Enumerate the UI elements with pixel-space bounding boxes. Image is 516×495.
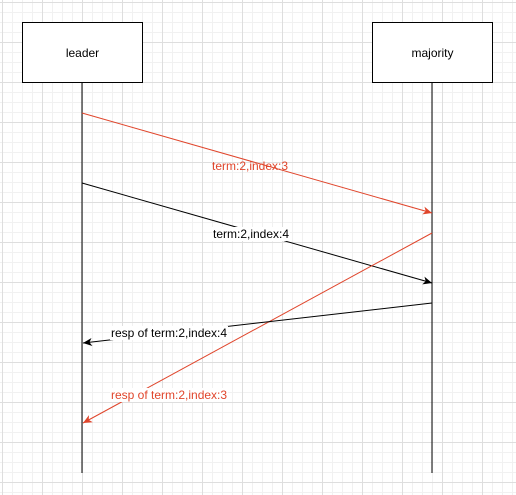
message-label-append-index-3: term:2,index:3 [212, 159, 289, 173]
message-label-resp-index-4: resp of term:2,index:4 [110, 326, 229, 340]
actor-majority: majority [372, 22, 493, 83]
message-label-append-index-4: term:2,index:4 [212, 227, 291, 241]
actor-leader: leader [22, 22, 143, 83]
actor-leader-label: leader [65, 45, 100, 60]
message-arrow-append-index-3 [81, 112, 433, 215]
message-label-resp-index-3: resp of term:2,index:3 [110, 388, 229, 402]
actor-majority-label: majority [411, 45, 454, 60]
